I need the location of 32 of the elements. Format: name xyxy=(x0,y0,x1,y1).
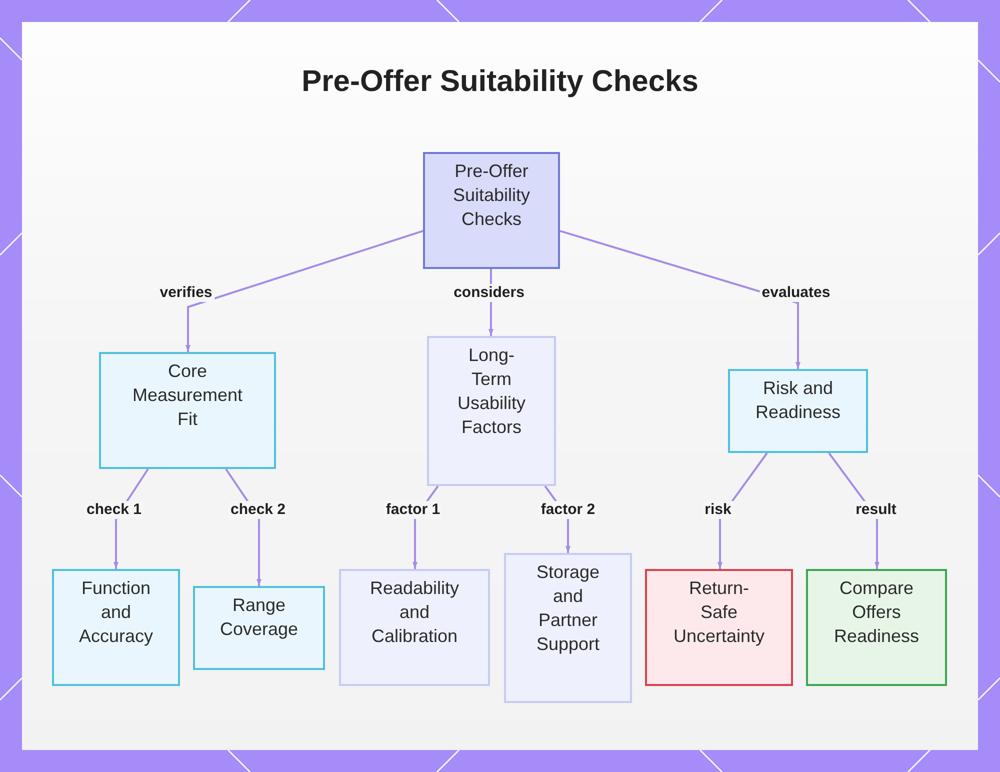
connector-arrow xyxy=(186,230,424,352)
edge-label: evaluates xyxy=(760,284,832,302)
process-box xyxy=(728,369,868,453)
node-label: Range Coverage xyxy=(218,594,300,641)
node-label: Readability and Calibration xyxy=(368,577,460,648)
edge-label: check 2 xyxy=(228,501,288,519)
process-box xyxy=(99,352,276,469)
node-label: Storage and Partner Support xyxy=(535,561,601,656)
process-box xyxy=(427,336,556,486)
node-label: Core Measurement Fit xyxy=(131,360,244,431)
node-label: Function and Accuracy xyxy=(78,577,154,648)
node-label: Risk and Readiness xyxy=(754,377,842,424)
process-box xyxy=(52,569,180,686)
node-label: Compare Offers Readiness xyxy=(832,577,920,648)
process-box xyxy=(504,553,632,703)
process-box xyxy=(645,569,793,686)
diagram-title: Pre-Offer Suitability Checks xyxy=(300,64,700,100)
edge-label: verifies xyxy=(158,284,214,302)
process-box xyxy=(339,569,490,686)
root-box xyxy=(423,152,560,269)
node-label: Pre-Offer Suitability Checks xyxy=(452,160,532,231)
edge-label: risk xyxy=(702,501,734,519)
process-box xyxy=(806,569,947,686)
node-label: Return-Safe Uncertainty xyxy=(672,577,766,648)
edge-label: result xyxy=(854,501,898,519)
edge-label: considers xyxy=(452,284,526,302)
edge-label: factor 1 xyxy=(384,501,442,519)
connector-arrow xyxy=(560,230,800,369)
process-box xyxy=(193,586,325,670)
edge-label: factor 2 xyxy=(538,501,598,519)
node-label: Long-Term Usability Factors xyxy=(456,344,527,439)
edge-label: check 1 xyxy=(84,501,144,519)
